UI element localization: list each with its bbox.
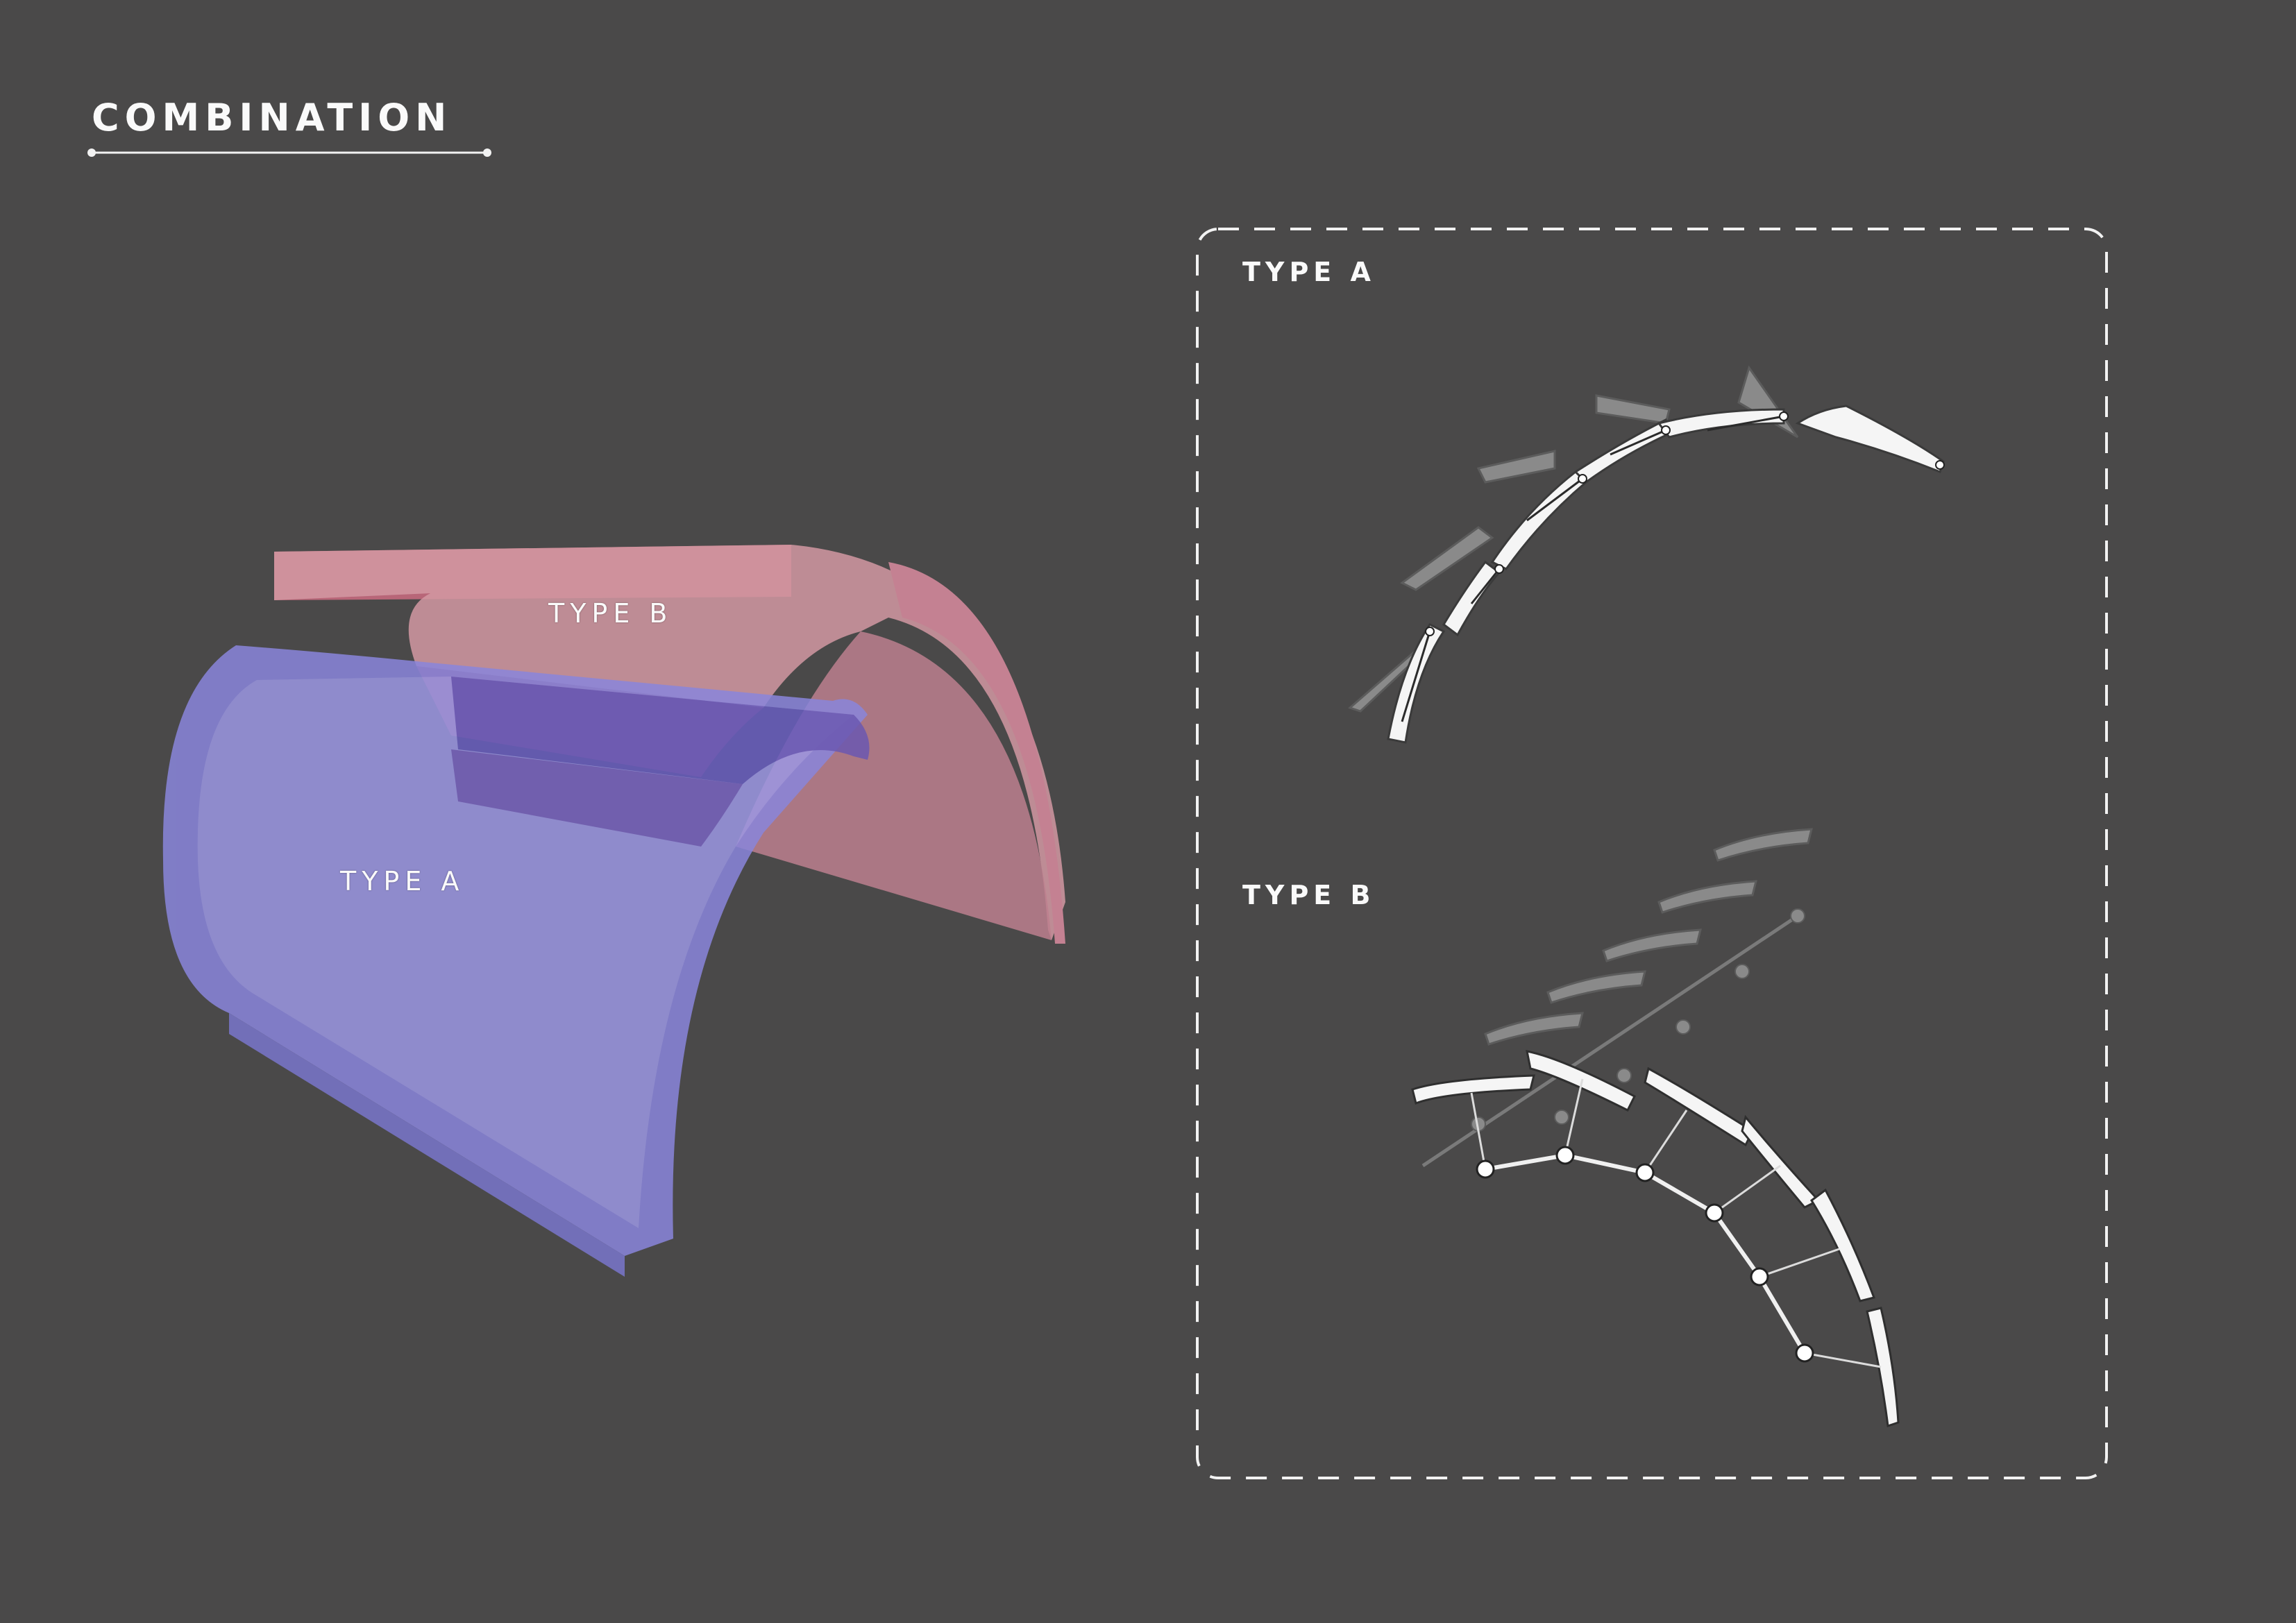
type-b-mechanism (1411, 828, 1900, 1428)
combination-3d-model (162, 545, 1065, 1277)
title-underline (87, 148, 491, 157)
panel-label-type-b: TYPE B (1242, 880, 1376, 910)
type-a-sheet (162, 645, 870, 1277)
detail-panel-frame (1196, 228, 2108, 1479)
model-label-type-a: TYPE A (340, 866, 465, 897)
panel-label-type-a: TYPE A (1242, 257, 1376, 287)
page-title: COMBINATION (92, 96, 453, 139)
type-a-mechanism (1348, 365, 1945, 744)
model-label-type-b: TYPE B (548, 598, 673, 629)
